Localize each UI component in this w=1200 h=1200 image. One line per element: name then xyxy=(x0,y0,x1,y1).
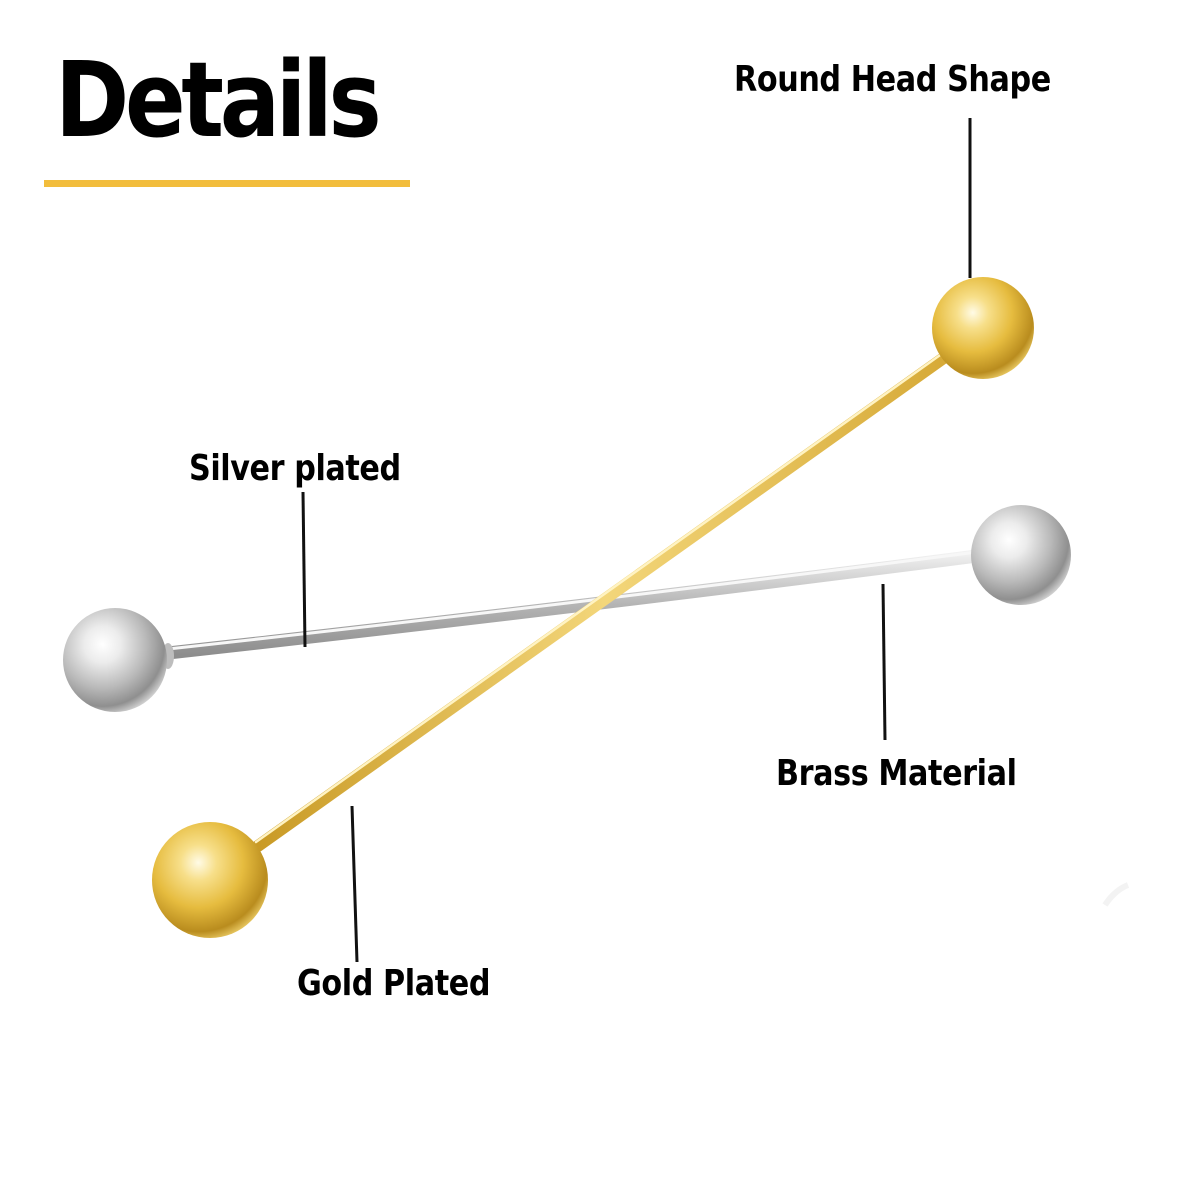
callout-gold-plated: Gold Plated xyxy=(297,963,491,1004)
leader-brass xyxy=(881,583,887,741)
callout-silver-plated: Silver plated xyxy=(189,448,401,489)
gold-ball-top xyxy=(932,277,1034,379)
leader-silver xyxy=(301,491,307,648)
callout-round-head-shape: Round Head Shape xyxy=(734,59,1051,100)
title-underline xyxy=(44,180,410,187)
silver-collar-bar xyxy=(63,505,1071,712)
callout-leader-lines xyxy=(301,118,972,963)
gold-ball-bottom xyxy=(152,822,268,938)
background-reflection xyxy=(1102,882,1130,907)
leader-gold xyxy=(350,805,359,963)
silver-bar-rod xyxy=(143,546,1007,662)
page-title: Details xyxy=(55,39,382,161)
gold-bar-rod xyxy=(252,346,958,852)
callout-brass-material: Brass Material xyxy=(776,753,1017,794)
silver-ball-right xyxy=(971,505,1071,605)
silver-ball-left xyxy=(63,608,167,712)
gold-collar-bar xyxy=(152,277,1034,938)
